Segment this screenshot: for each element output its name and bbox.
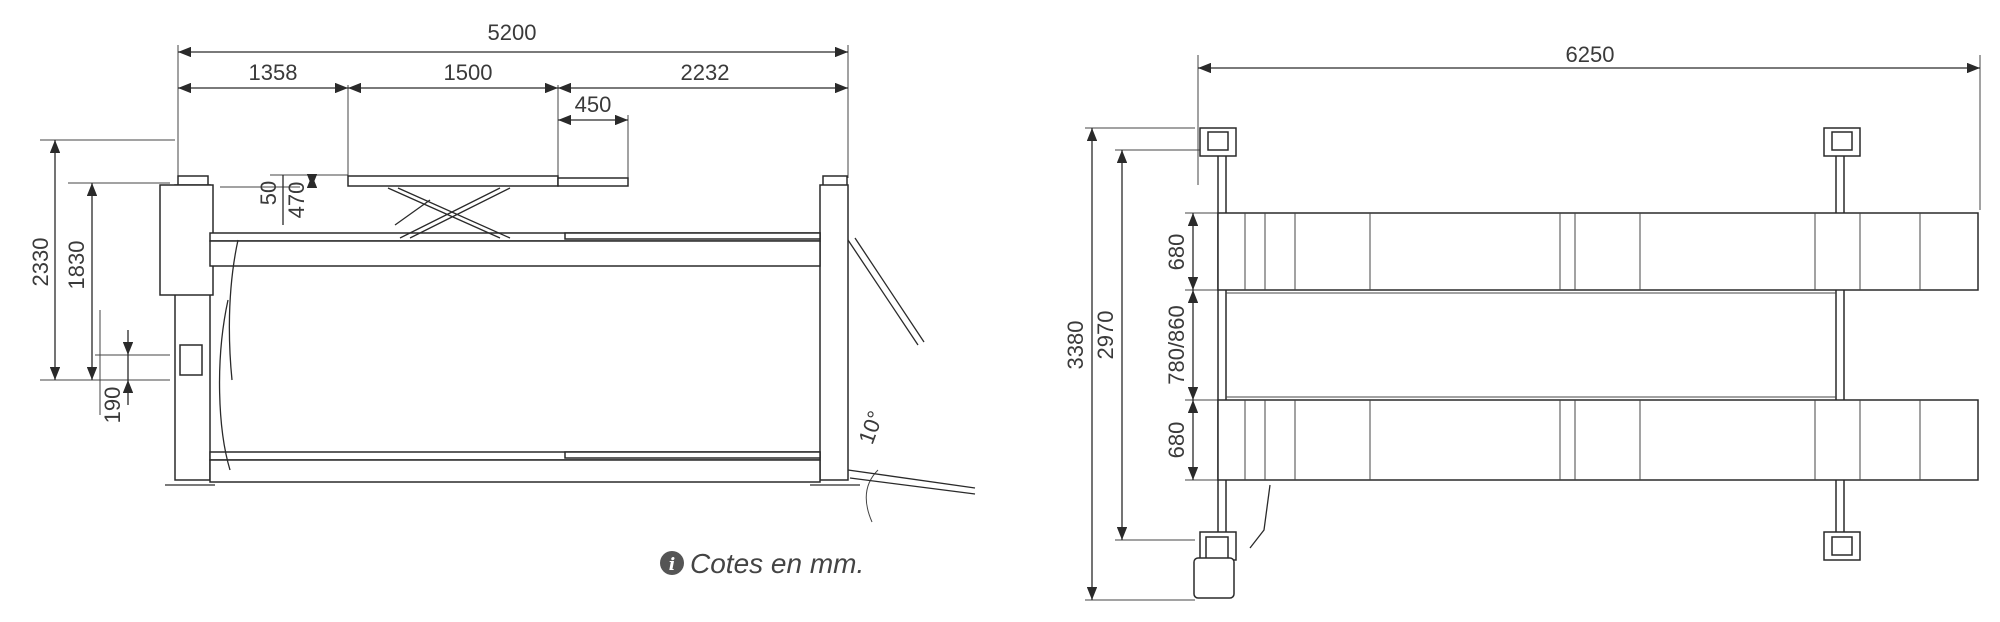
dim-runway-width-1: 680 (1164, 234, 1189, 271)
dim-scissor-height: 470 (284, 182, 309, 219)
right-column (819, 184, 849, 481)
dim-platform-thickness: 50 (256, 181, 281, 205)
info-icon (660, 551, 684, 575)
lift-side-structure (159, 175, 976, 495)
dim-total-height: 2330 (28, 238, 53, 287)
ramp-lowered (847, 469, 976, 489)
dim-seg-2: 1500 (444, 60, 493, 85)
dim-lift-height: 1830 (64, 241, 89, 290)
svg-text:i: i (669, 555, 675, 575)
dim-seg-3: 2232 (681, 60, 730, 85)
top-view: 6250 3380 2970 680 780/860 680 (1063, 42, 1981, 601)
control-box (159, 184, 214, 296)
cross-beam-left (1217, 149, 1227, 541)
runway-lower (209, 459, 821, 483)
runway-upper (209, 240, 821, 267)
dimension-lines (49, 46, 848, 405)
dim-seg-1: 1358 (249, 60, 298, 85)
scissor-platform (347, 175, 559, 187)
dim-runway-width-2: 680 (1164, 422, 1189, 459)
motor (1193, 557, 1235, 599)
dim-total-length-top: 6250 (1566, 42, 1615, 67)
side-view: 5200 1358 1500 2232 450 50 470 2330 1830… (28, 20, 976, 523)
dim-total-width: 3380 (1063, 321, 1088, 370)
runway-top (1217, 212, 1979, 291)
ramp-raised (847, 239, 919, 346)
dim-extension: 450 (575, 92, 612, 117)
cross-beam-right (1835, 149, 1845, 541)
dim-runway-gap: 780/860 (1164, 305, 1189, 385)
dim-total-length: 5200 (488, 20, 537, 45)
units-note-text: Cotes en mm. (690, 548, 864, 579)
dim-column-spacing: 2970 (1093, 311, 1118, 360)
units-note: i Cotes en mm. (660, 548, 864, 579)
runway-bottom (1217, 399, 1979, 481)
dim-ramp-angle: 10° (854, 408, 889, 448)
platform-extension (557, 177, 629, 187)
dim-min-height: 190 (100, 387, 125, 424)
lift-top-structure (1193, 127, 1979, 599)
angle-arc (865, 469, 879, 523)
hydraulic-hose (228, 239, 239, 381)
column-plate (179, 344, 203, 376)
scissor-arms (387, 187, 511, 239)
